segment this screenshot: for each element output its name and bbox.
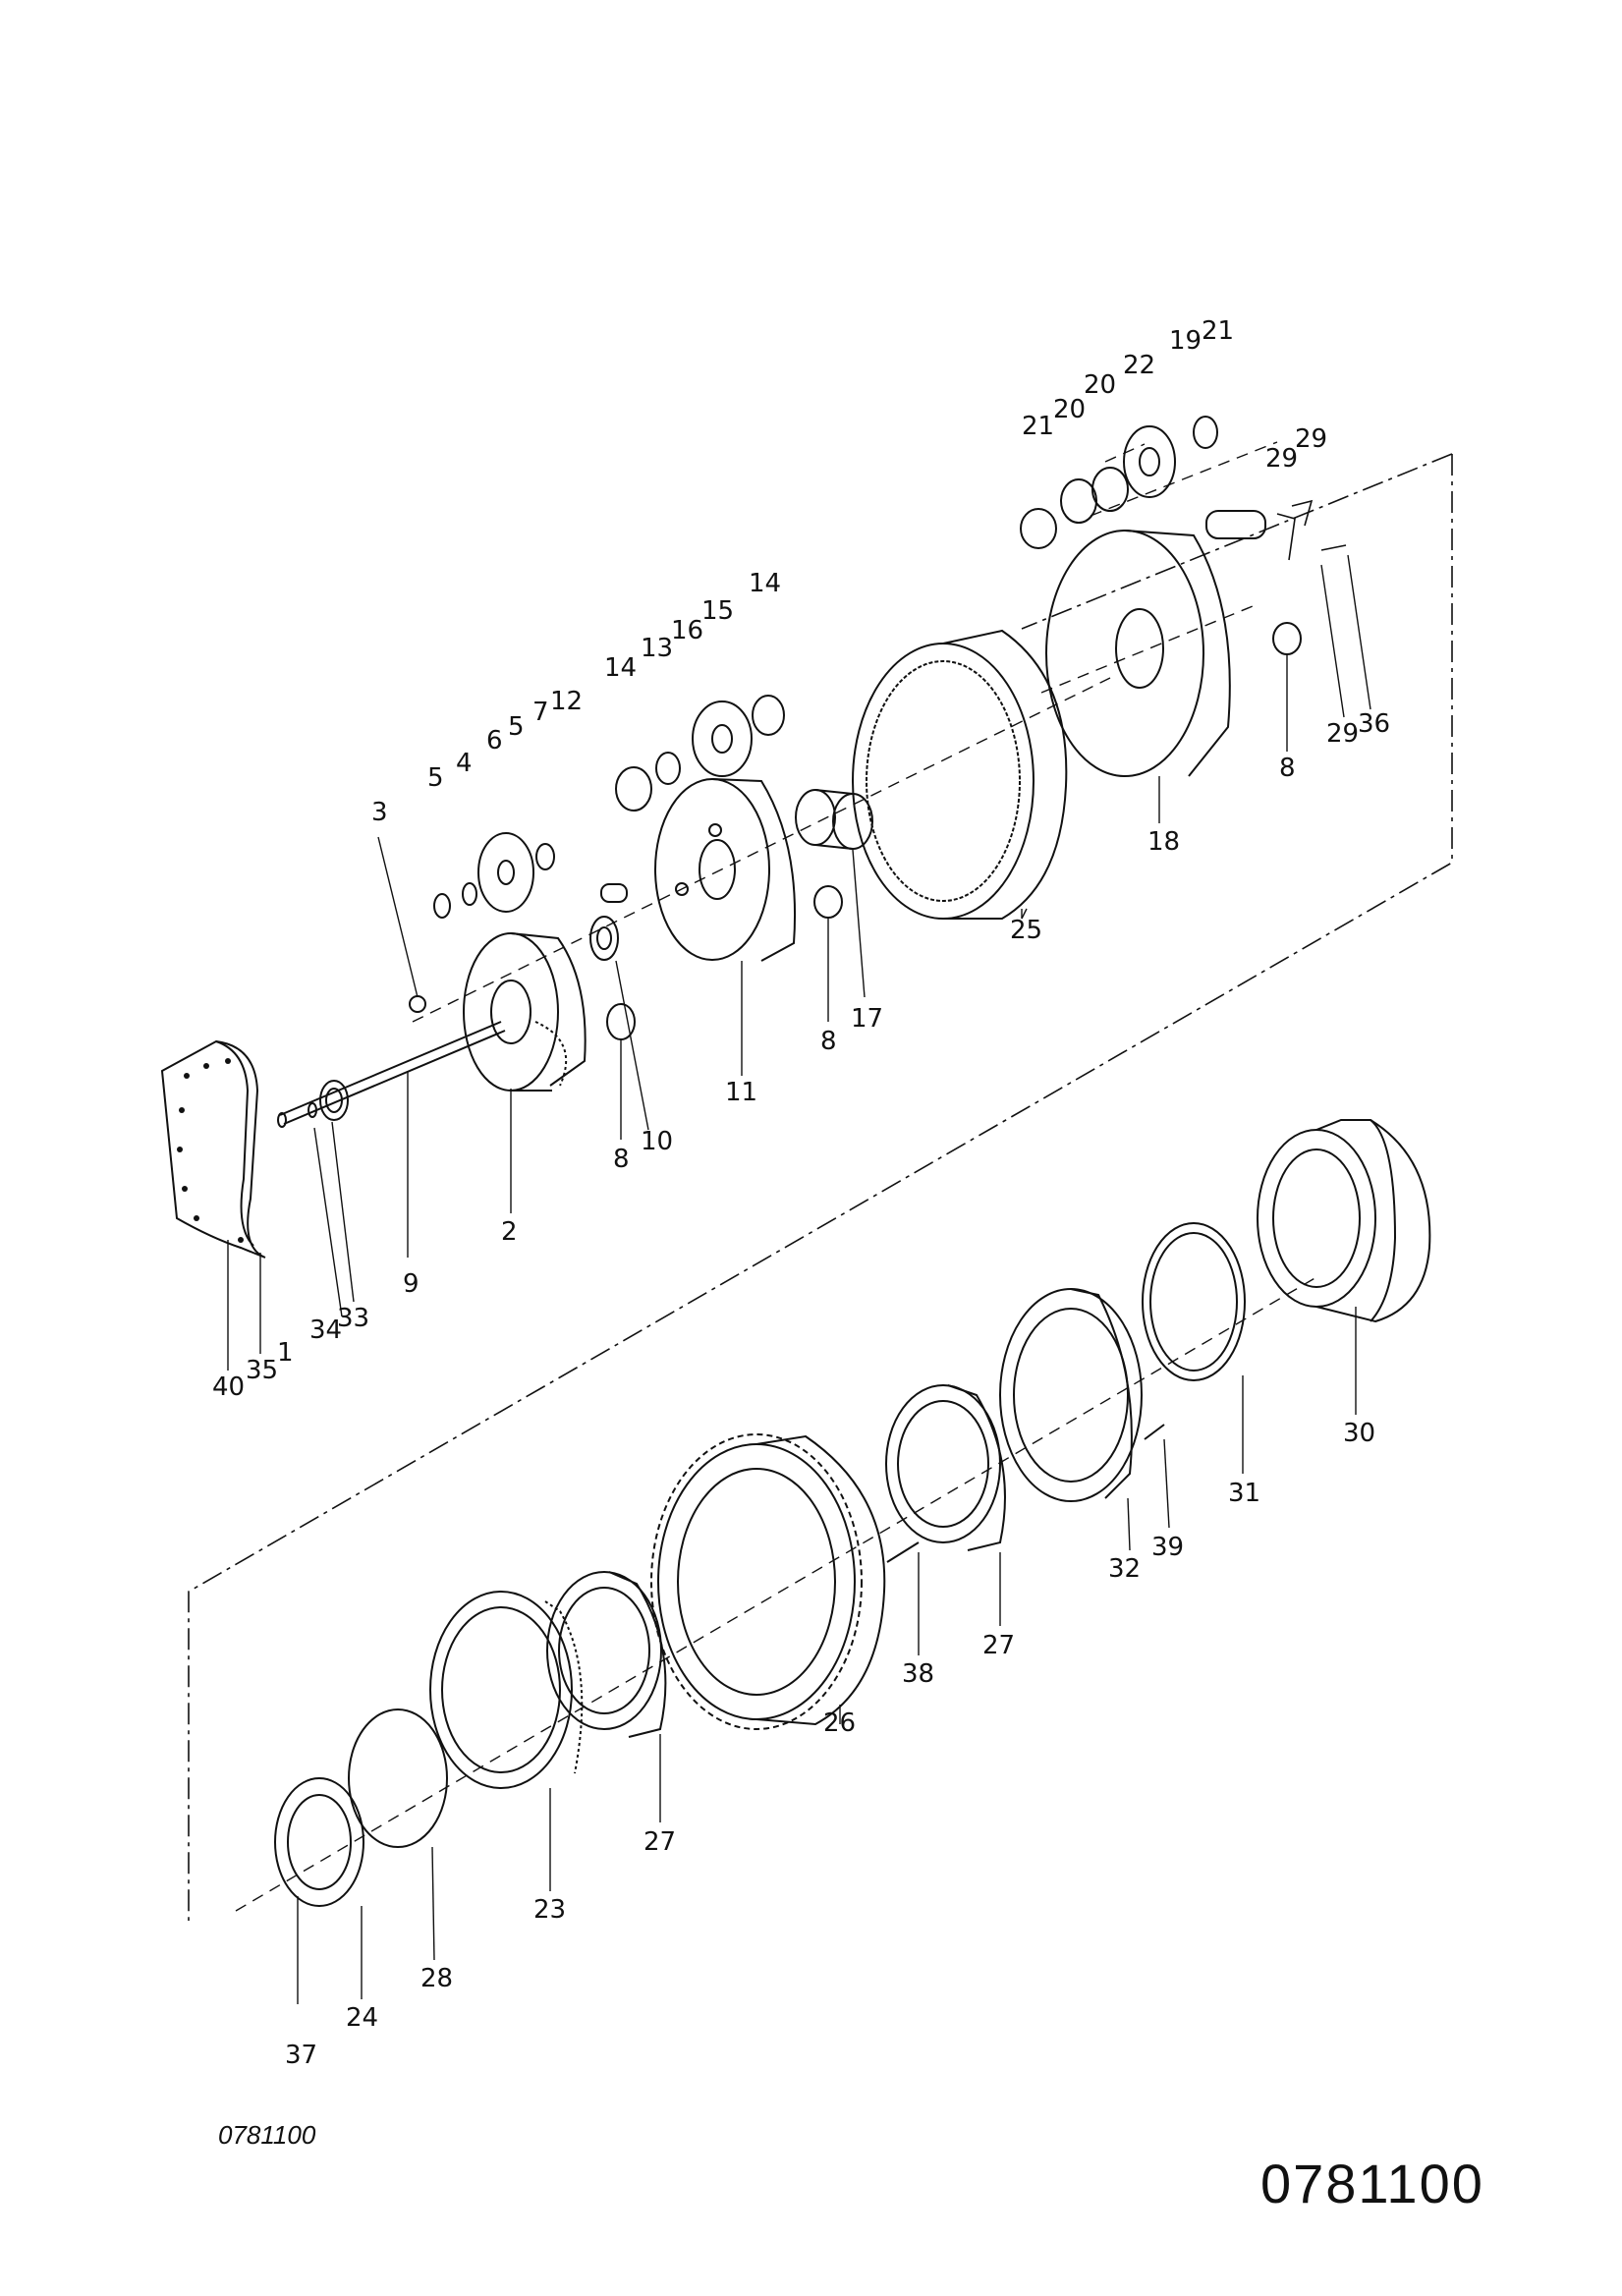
callout-20b: 20 [1084,370,1116,400]
part-shaft [277,1021,506,1128]
callout-27b: 27 [643,1827,676,1857]
part-washer-8c [1272,622,1302,655]
callout-7: 7 [532,698,549,727]
part-ring-34 [308,1102,317,1118]
part-washer-5b [535,843,555,870]
callout-27a: 27 [982,1631,1015,1660]
part-bearing-4 [462,882,477,906]
callout-leaders [313,554,1371,1999]
part-sun-gear-17 [795,789,873,850]
callout-6: 6 [486,726,503,756]
part-gear-33 [319,1080,349,1121]
callout-3: 3 [371,798,388,827]
callout-29b: 29 [1295,424,1327,454]
callout-29a: 29 [1265,444,1298,474]
part-seal-27b [885,1384,1006,1551]
bolt-38 [886,1541,920,1563]
part-pin-12 [600,883,628,903]
callout-33: 33 [337,1304,369,1333]
part-carrier-18 [1045,530,1231,777]
part-washer-14b [752,695,785,736]
part-planet-gear-22 [1123,425,1176,498]
callout-20a: 20 [1053,395,1086,424]
callout-30: 30 [1343,1419,1375,1448]
part-hub-26 [650,1433,886,1730]
callout-31: 31 [1228,1479,1260,1508]
callout-38: 38 [902,1659,934,1689]
part-washer-8b [813,885,843,919]
callout-17: 17 [851,1004,883,1034]
callout-39: 39 [1151,1533,1184,1562]
callout-8c: 8 [1279,754,1296,783]
part-washer-5 [433,893,451,919]
part-bearing-20 [1060,467,1129,524]
part-washer-21 [1020,508,1057,549]
bolt-39 [1144,1424,1165,1440]
callout-12: 12 [550,687,583,716]
part-housing-30 [1257,1119,1431,1323]
callout-29c: 29 [1326,719,1359,749]
callout-5a: 5 [427,763,444,793]
callout-8a: 8 [613,1145,630,1174]
drawing-number-small: 0781100 [218,2120,316,2150]
part-planet-gear-10 [589,916,619,961]
part-ring-31 [1142,1222,1246,1381]
part-gear-15 [692,700,753,777]
callout-18: 18 [1147,827,1180,857]
callout-35: 35 [246,1356,278,1385]
callout-15: 15 [701,596,734,626]
part-gear-6 [477,832,534,913]
callout-8b: 8 [820,1027,837,1056]
callout-21a: 21 [1022,412,1054,441]
callout-11: 11 [725,1078,757,1107]
part-plate-24 [274,1777,364,1907]
part-ring-28 [348,1708,448,1848]
part-cover-plate [160,1039,266,1259]
callout-34: 34 [309,1316,342,1345]
callout-19: 19 [1169,326,1202,356]
part-washer-14 [615,766,652,812]
callout-10: 10 [641,1127,673,1156]
callout-labels: 3 5 4 6 5 7 12 14 13 16 15 14 21 20 20 2… [212,316,1390,2070]
drawing-number-large: 0781100 [1260,2153,1484,2214]
part-washer-21b [1193,416,1218,449]
part-pins-29 [1276,499,1347,561]
callout-37: 37 [285,2041,317,2070]
callout-4: 4 [456,749,473,778]
callout-21b: 21 [1202,316,1234,346]
callout-16: 16 [671,616,703,645]
callout-40: 40 [212,1372,245,1402]
callout-22: 22 [1123,351,1155,380]
part-plug-3 [409,995,426,1013]
part-carrier-11 [654,778,797,962]
part-flange-32 [999,1288,1143,1502]
callout-32: 32 [1108,1554,1141,1584]
section-boundary [188,453,1453,1921]
callout-14a: 14 [604,653,637,683]
part-gear-ring-23 [429,1591,584,1789]
callout-25: 25 [1010,916,1042,945]
callout-5b: 5 [508,712,525,742]
callout-13: 13 [641,634,673,663]
callout-23: 23 [533,1895,566,1925]
callout-9: 9 [403,1269,419,1299]
callout-2: 2 [501,1217,518,1247]
part-carrier-2 [463,932,587,1092]
part-pin-19 [1205,510,1266,539]
callout-24: 24 [346,2003,378,2033]
callout-36: 36 [1358,709,1390,739]
callout-14b: 14 [749,569,781,598]
callout-1: 1 [277,1338,294,1368]
callout-26: 26 [823,1708,856,1738]
part-seal-27a [546,1571,667,1738]
callout-28: 28 [420,1964,453,1993]
part-ring-gear-25 [852,629,1068,920]
part-bearing-13 [655,752,681,785]
